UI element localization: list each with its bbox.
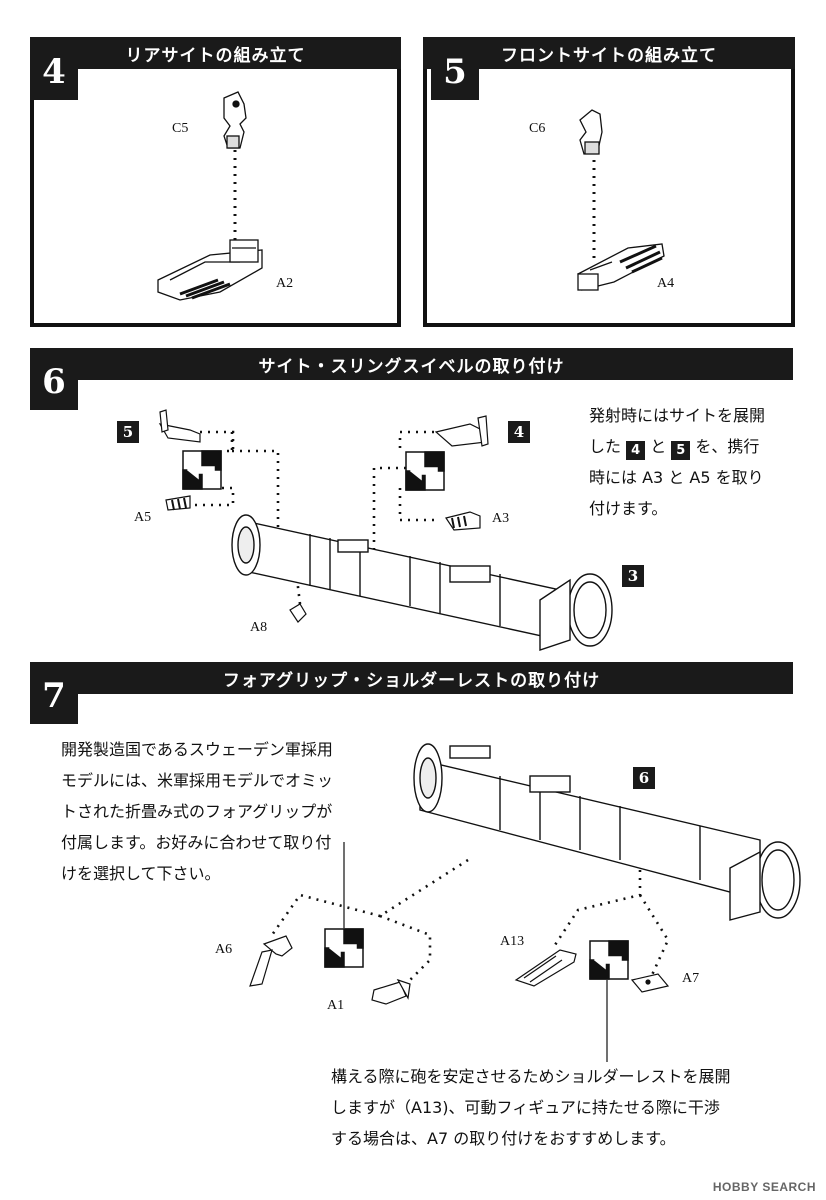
step-7-note-bottom: 構える際に砲を安定させるためショルダーレストを展開 しますが（A13)、可動フィ… xyxy=(331,1061,731,1154)
ref-box-step-3: 3 xyxy=(622,565,644,587)
note-line: 発射時にはサイトを展開 xyxy=(589,406,766,425)
step-5-title: フロントサイトの組み立て xyxy=(423,37,795,69)
part-label-a5: A5 xyxy=(134,510,152,525)
part-label-a6: A6 xyxy=(215,942,233,957)
part-label-a13: A13 xyxy=(500,934,525,949)
step-7-title: フォアグリップ・ショルダーレストの取り付け xyxy=(30,662,793,694)
step-6-number: 6 xyxy=(30,354,78,410)
note-line: トされた折畳み式のフォアグリップが xyxy=(61,802,333,821)
part-label-a2: A2 xyxy=(276,276,294,291)
part-label-c5: C5 xyxy=(172,121,189,136)
note-line: する場合は、A7 の取り付けをおすすめします。 xyxy=(331,1129,676,1148)
step-7-number: 7 xyxy=(30,668,78,724)
note-text: と xyxy=(650,437,667,456)
note-line: モデルには、米軍採用モデルでオミッ xyxy=(61,771,334,790)
step-5-panel xyxy=(423,37,795,327)
ref-box-step-5: 5 xyxy=(117,421,139,443)
watermark-logo: HOBBY SEARCH xyxy=(712,1180,816,1194)
step-4-title: リアサイトの組み立て xyxy=(30,37,401,69)
inline-ref-box: 4 xyxy=(626,441,646,460)
part-label-a8: A8 xyxy=(250,620,268,635)
note-line: 構える際に砲を安定させるためショルダーレストを展開 xyxy=(331,1067,731,1086)
step-4-number: 4 xyxy=(30,44,78,100)
note-line: しますが（A13)、可動フィギュアに持たせる際に干渉 xyxy=(331,1098,720,1117)
part-label-a3: A3 xyxy=(492,511,510,526)
part-label-a7: A7 xyxy=(682,971,700,986)
note-line: 時には A3 と A5 を取り xyxy=(589,468,764,487)
ref-box-step-6: 6 xyxy=(633,767,655,789)
part-label-c6: C6 xyxy=(529,121,546,136)
note-line: 開発製造国であるスウェーデン軍採用 xyxy=(61,740,333,759)
step-7-note-top: 開発製造国であるスウェーデン軍採用 モデルには、米軍採用モデルでオミッ トされた… xyxy=(61,734,333,889)
note-line: した 4 と 5 を、携行 xyxy=(589,431,765,462)
inline-ref-box: 5 xyxy=(671,441,691,460)
step-5-number: 5 xyxy=(431,44,479,100)
swap-choice-icon xyxy=(182,450,445,491)
note-text: した xyxy=(589,437,622,456)
note-text: を、携行 xyxy=(695,437,760,456)
ref-box-step-4: 4 xyxy=(508,421,530,443)
step-6-title: サイト・スリングスイベルの取り付け xyxy=(30,348,793,380)
note-line: けを選択して下さい。 xyxy=(61,864,221,883)
part-label-a1: A1 xyxy=(327,998,345,1013)
note-line: 付けます。 xyxy=(589,499,668,518)
swap-choice-icon xyxy=(324,928,629,980)
part-label-a4: A4 xyxy=(657,276,675,291)
step-6-note: 発射時にはサイトを展開 した 4 と 5 を、携行 時には A3 と A5 を取… xyxy=(589,400,765,524)
note-line: 付属します。お好みに合わせて取り付 xyxy=(61,833,332,852)
